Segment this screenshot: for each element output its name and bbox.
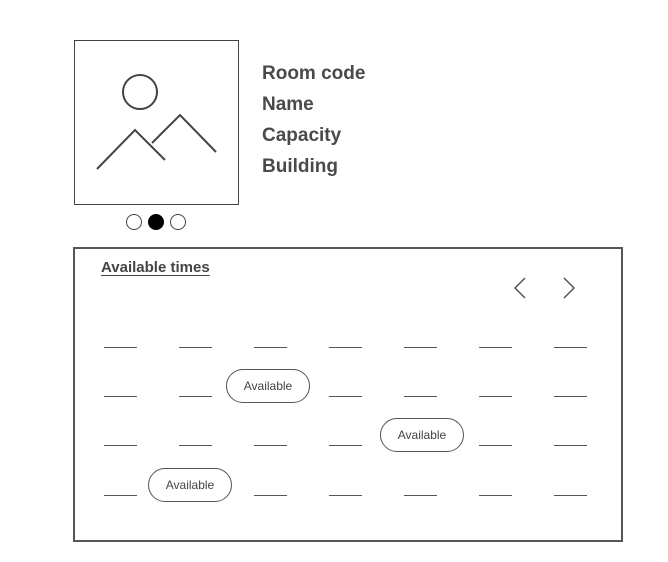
empty-slot — [554, 396, 587, 397]
empty-slot — [479, 396, 512, 397]
empty-slot — [179, 347, 212, 348]
available-slot-button[interactable]: Available — [226, 369, 310, 403]
room-capacity-label: Capacity — [262, 125, 342, 146]
empty-slot — [404, 495, 437, 496]
empty-slot — [104, 347, 137, 348]
room-name-label: Name — [262, 94, 314, 115]
empty-slot — [179, 396, 212, 397]
empty-slot — [329, 347, 362, 348]
empty-slot — [329, 445, 362, 446]
empty-slot — [329, 495, 362, 496]
available-slot-button[interactable]: Available — [380, 418, 464, 452]
empty-slot — [554, 445, 587, 446]
carousel-dots — [126, 213, 188, 231]
next-button[interactable] — [555, 273, 581, 303]
chevron-left-icon — [513, 277, 526, 299]
empty-slot — [479, 347, 512, 348]
empty-slot — [479, 495, 512, 496]
empty-slot — [329, 396, 362, 397]
available-slot-button[interactable]: Available — [148, 468, 232, 502]
room-code-label: Room code — [262, 63, 366, 84]
empty-slot — [104, 396, 137, 397]
chevron-right-icon — [563, 277, 576, 299]
empty-slot — [554, 495, 587, 496]
previous-button[interactable] — [509, 273, 535, 303]
empty-slot — [179, 445, 212, 446]
empty-slot — [404, 396, 437, 397]
empty-slot — [404, 347, 437, 348]
empty-slot — [479, 445, 512, 446]
room-building-label: Building — [262, 156, 338, 177]
carousel-dot-1[interactable] — [126, 214, 142, 230]
empty-slot — [254, 347, 287, 348]
empty-slot — [554, 347, 587, 348]
carousel-dot-3[interactable] — [170, 214, 186, 230]
empty-slot — [104, 495, 137, 496]
empty-slot — [254, 495, 287, 496]
empty-slot — [104, 445, 137, 446]
available-times-title: Available times — [101, 259, 210, 276]
room-info: Room code Name Capacity Building — [262, 62, 365, 186]
room-image — [74, 40, 239, 205]
empty-slot — [254, 445, 287, 446]
image-placeholder-icon — [96, 74, 217, 170]
carousel-dot-2[interactable] — [148, 214, 164, 230]
